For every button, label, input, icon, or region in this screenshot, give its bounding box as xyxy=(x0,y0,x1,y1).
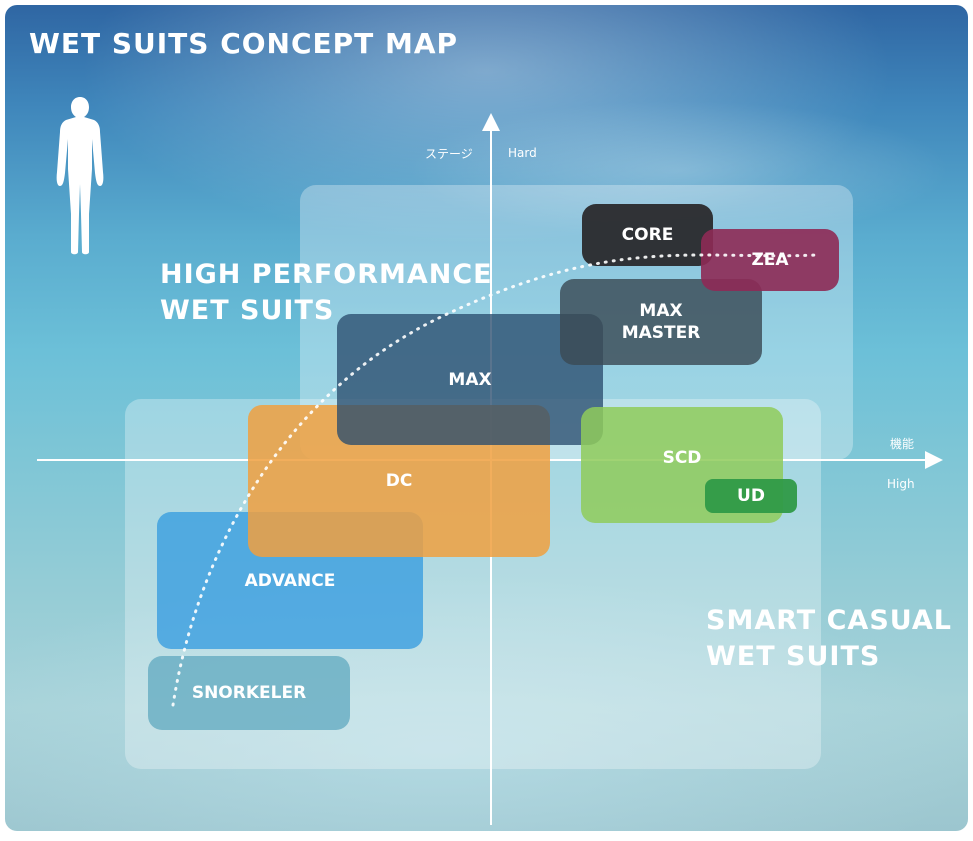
high-performance-line-2: WET SUITS xyxy=(160,295,335,326)
product-zea[interactable]: ZEA xyxy=(701,229,839,291)
smart-casual-label: SMART CASUAL WET SUITS xyxy=(706,603,952,675)
x-axis-label: 機能 xyxy=(890,437,915,451)
wetsuit-silhouette-icon xyxy=(56,97,104,255)
product-max-master[interactable]: MAX MASTER xyxy=(560,279,762,365)
x-axis-high-label: High xyxy=(887,477,915,491)
high-performance-label: HIGH PERFORMANCE WET SUITS xyxy=(160,257,493,329)
page-title: WET SUITS CONCEPT MAP xyxy=(29,27,459,60)
smart-casual-line-1: SMART CASUAL xyxy=(706,605,952,636)
product-snorkeler[interactable]: SNORKELER xyxy=(148,656,350,730)
high-performance-line-1: HIGH PERFORMANCE xyxy=(160,259,493,290)
product-ud[interactable]: UD xyxy=(705,479,797,513)
x-axis-arrow xyxy=(925,451,943,469)
product-core[interactable]: CORE xyxy=(582,204,713,266)
concept-map: WET SUITS CONCEPT MAP ステージ Hard 機能 High … xyxy=(5,5,968,831)
y-axis-arrow xyxy=(482,113,500,131)
y-axis-high-label: Hard xyxy=(508,146,537,160)
smart-casual-line-2: WET SUITS xyxy=(706,641,881,672)
y-axis-label: ステージ xyxy=(425,147,473,161)
